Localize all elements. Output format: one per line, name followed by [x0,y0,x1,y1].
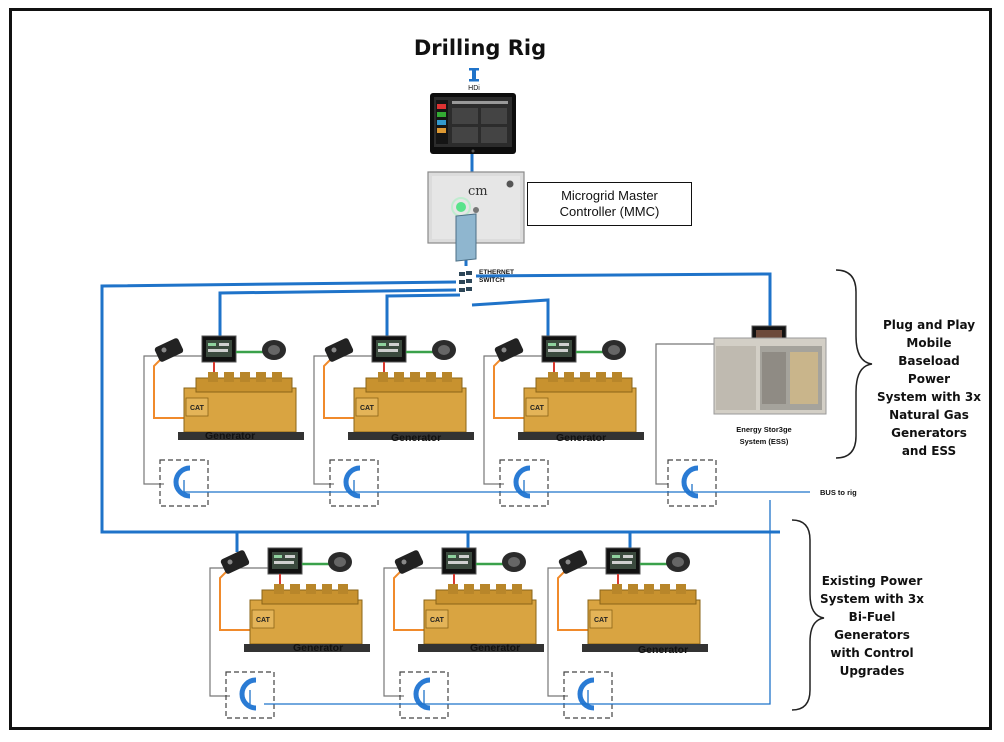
energy-storage-system [655,325,827,507]
generator-label-1: Generator [205,430,256,442]
page-title: Drilling Rig [413,36,547,60]
generator-label-3: Generator [556,432,607,444]
mmc-logo: cm [468,184,488,199]
side-note-line: System with 3x [820,592,924,606]
hdi-connector-stem [472,70,476,80]
side-note-line: Generators [834,628,910,642]
hdi-connector-top [469,68,479,71]
side-note-line: Existing Power [821,574,923,588]
generator-unit-1 [144,336,304,506]
side-note-line: with Control [830,646,914,660]
generator-unit-6 [548,548,708,718]
switch-label-line1: ETHERNET [479,269,515,276]
side-note-line: Natural Gas [889,408,969,422]
side-note-line: System with 3x [877,390,981,404]
side-note-line: Generators [891,426,967,440]
hdi-label: HDi [468,85,480,92]
side-note-line: Plug and Play [882,318,976,332]
generator-label-4: Generator [293,642,344,654]
ess-label-line2: System (ESS) [739,437,789,446]
mmc-callout: Microgrid Master Controller (MMC) [527,182,692,226]
brace-top [835,269,873,459]
power-bus [183,480,810,705]
side-note-existing-power: Existing Power System with 3x Bi-Fuel Ge… [812,572,932,680]
generator-unit-5 [384,548,544,718]
bus-label: BUS to rig [820,488,857,497]
ess-label: Energy Stor3ge System (ESS) [731,424,797,448]
side-note-line: and ESS [901,444,957,458]
ethernet-switch [455,213,477,292]
side-note-line: Upgrades [839,664,905,678]
side-note-line: Baseload Power [898,354,960,386]
ess-label-line1: Energy Stor3ge [736,425,792,434]
network-links [100,272,780,552]
generator-label-5: Generator [470,642,521,654]
brace-bottom [791,519,825,711]
switch-label: ETHERNET SWITCH [479,269,514,285]
generator-label-6: Generator [638,644,689,656]
generator-label-2: Generator [391,432,442,444]
generator-unit-4 [210,548,370,718]
switch-label-line2: SWITCH [479,277,505,284]
mmc-callout-line2: Controller (MMC) [559,204,660,219]
side-note-line: Mobile [906,336,952,350]
generator-unit-3 [484,336,644,506]
hdi-tablet [430,93,516,154]
generator-unit-2 [314,336,474,506]
side-note-line: Bi-Fuel [848,610,896,624]
side-note-plug-and-play: Plug and Play Mobile Baseload Power Syst… [876,316,982,460]
mmc-callout-line1: Microgrid Master [561,188,658,203]
hdi-connector-bottom [469,79,479,82]
